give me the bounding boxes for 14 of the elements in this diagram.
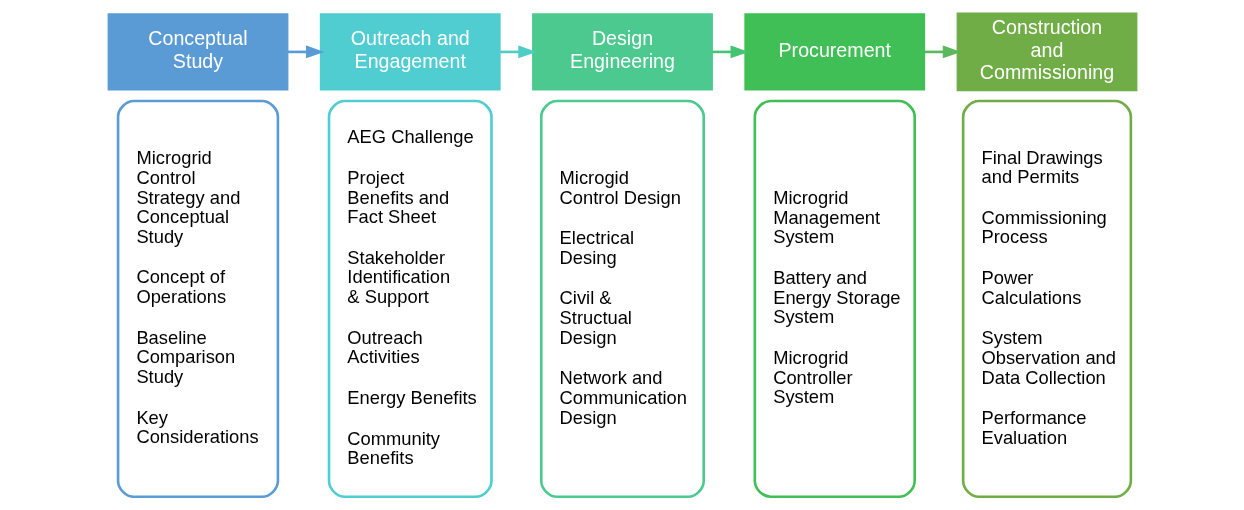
node-box: Microgid Control Design Electrical Desing Civil & Structual Design Network and Communication Design: [539, 99, 705, 499]
node-box: Microgrid Management System Battery and Energy Storage System Microgrid Controller System: [753, 99, 916, 499]
node-box: Conceptual Study: [107, 13, 288, 91]
node-box: Construction and Commissioning: [956, 12, 1137, 92]
node-box: Procurement: [743, 13, 925, 91]
node-box: Final Drawings and Permits Commissioning Process Power Calculations System Observation and Data Collection Performance Evaluation: [961, 99, 1132, 499]
arrow: [711, 45, 749, 59]
node-box: Design Engineering: [531, 13, 713, 91]
arrow: [924, 45, 961, 59]
arrow: [287, 45, 324, 59]
node-box: Outreach and Engagement: [319, 13, 501, 91]
node-box: Microgrid Control Strategy and Conceptual Study Concept of Operations Baseline Comparison Study Key Considerations: [116, 99, 279, 499]
arrow: [499, 45, 537, 59]
node-box: AEG Challenge Project Benefits and Fact Sheet Stakeholder Identification & Support Outreach Activities Energy Benefits Community Benefits: [327, 99, 493, 499]
